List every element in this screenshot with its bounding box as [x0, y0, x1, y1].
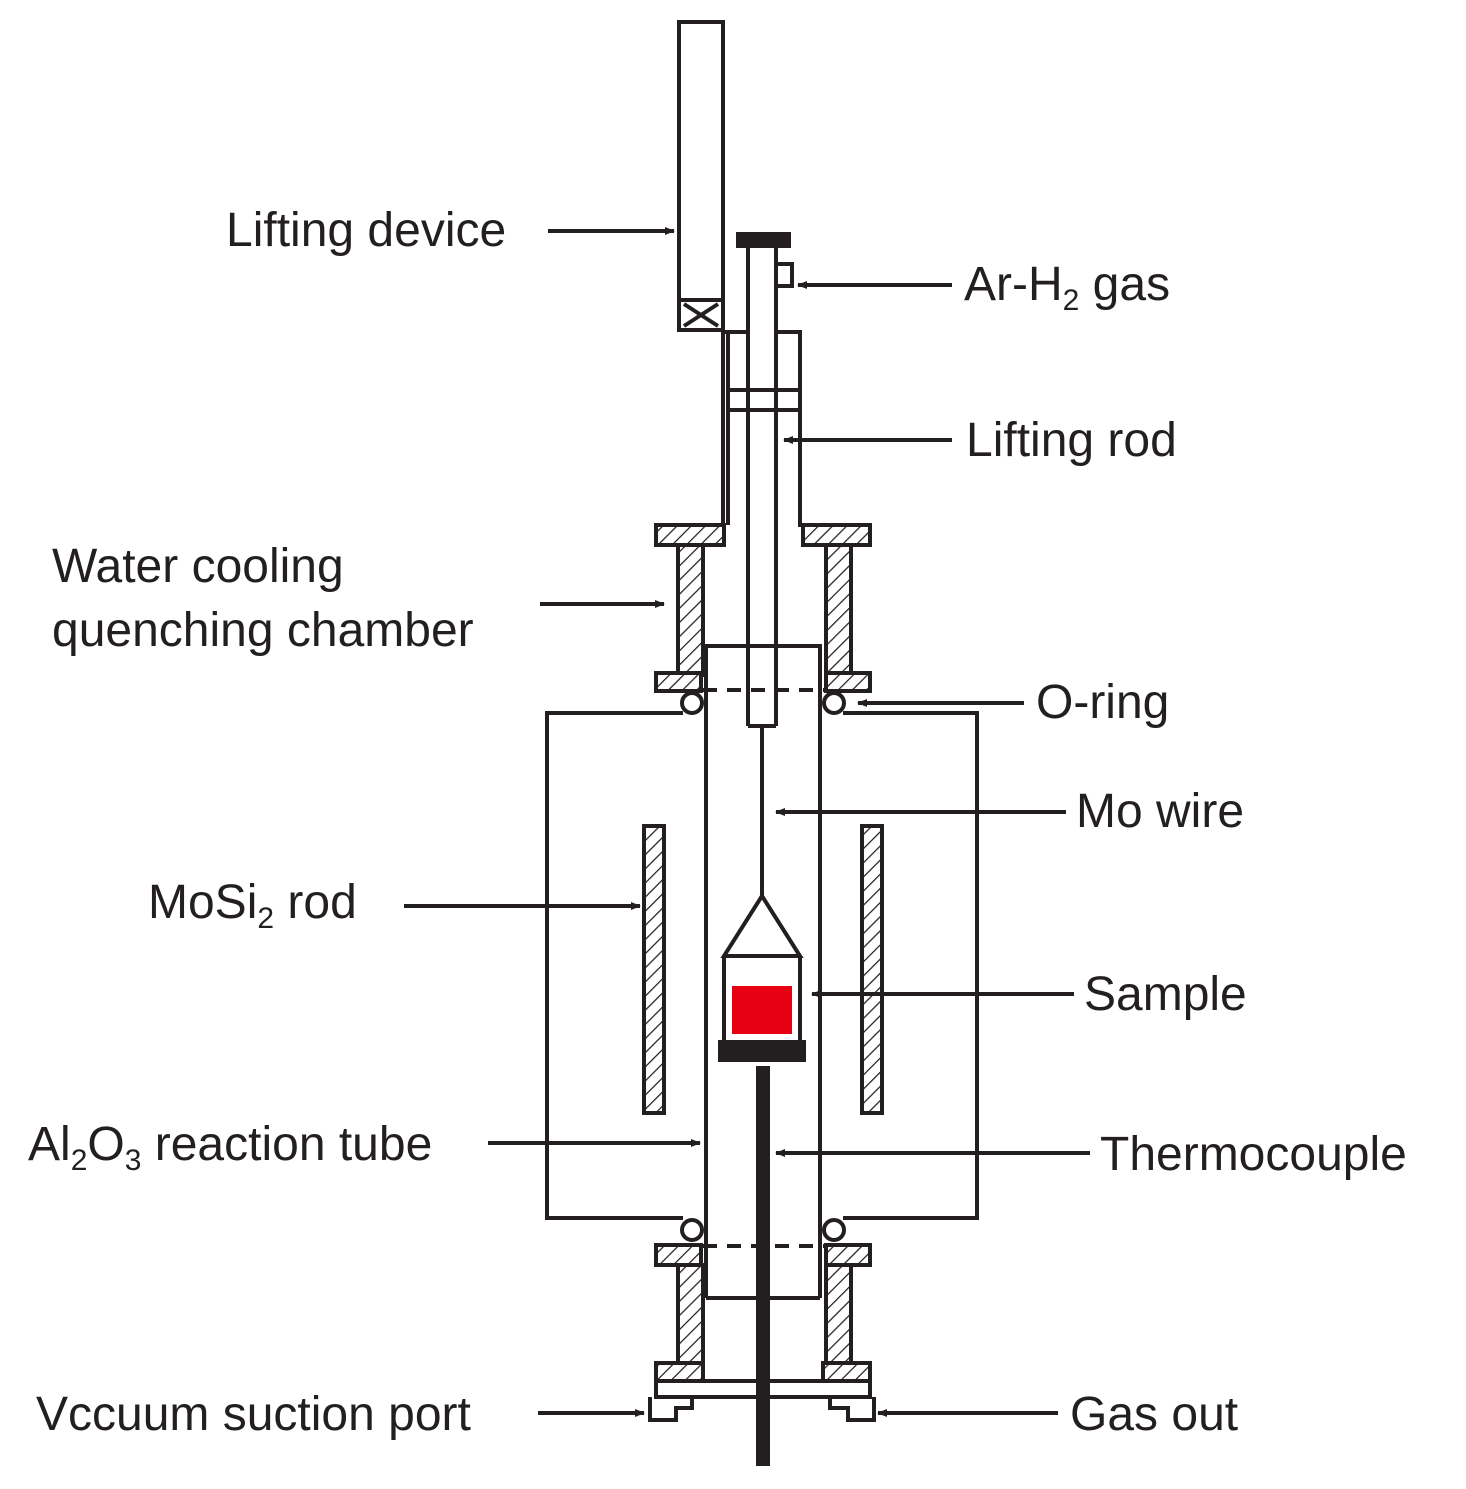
- sample-crucible: [718, 956, 806, 1062]
- furnace-body: [545, 711, 979, 1220]
- label-water-cooling-line2: quenching chamber: [52, 604, 474, 657]
- sample: [732, 986, 792, 1034]
- label-mosi2-rod: MoSi2 rod: [148, 876, 357, 935]
- o-ring-lower-right: [822, 1218, 846, 1242]
- mo-wire: [720, 728, 804, 958]
- al2o3-reaction-tube: [704, 644, 822, 1300]
- o-ring-upper-right: [822, 691, 846, 715]
- label-ar-h2-gas: Ar-H2 gas: [964, 258, 1170, 317]
- label-vacuum-suction-port: Vccuum suction port: [36, 1388, 471, 1441]
- mosi2-rod-right: [860, 824, 884, 1115]
- upper-housing: [654, 310, 872, 547]
- rod-top-cap: [736, 232, 791, 248]
- gas-out-fitting: [828, 1397, 876, 1422]
- water-cooling-quenching-chamber: [654, 523, 872, 693]
- label-al2o3-reaction-tube: Al2O3 reaction tube: [28, 1118, 432, 1177]
- label-sample: Sample: [1084, 968, 1247, 1021]
- label-gas-out: Gas out: [1070, 1388, 1238, 1441]
- label-lifting-rod: Lifting rod: [966, 414, 1177, 467]
- vacuum-suction-port-fitting: [648, 1397, 694, 1422]
- o-rings: [680, 691, 846, 1242]
- label-mo-wire: Mo wire: [1076, 785, 1244, 838]
- label-water-cooling-line1: Water cooling: [52, 540, 344, 593]
- o-ring-upper-left: [680, 691, 704, 715]
- label-lifting-device: Lifting device: [226, 204, 506, 257]
- mosi2-rod-left: [642, 824, 666, 1115]
- o-ring-lower-left: [680, 1218, 704, 1242]
- thermocouple: [756, 1066, 770, 1466]
- lifting-rod: [746, 248, 778, 728]
- label-o-ring: O-ring: [1036, 676, 1169, 729]
- label-thermocouple: Thermocouple: [1100, 1128, 1407, 1181]
- lower-flange: [654, 1243, 872, 1399]
- lifting-device: [677, 20, 725, 332]
- gas-inlet-nozzle: [776, 262, 794, 288]
